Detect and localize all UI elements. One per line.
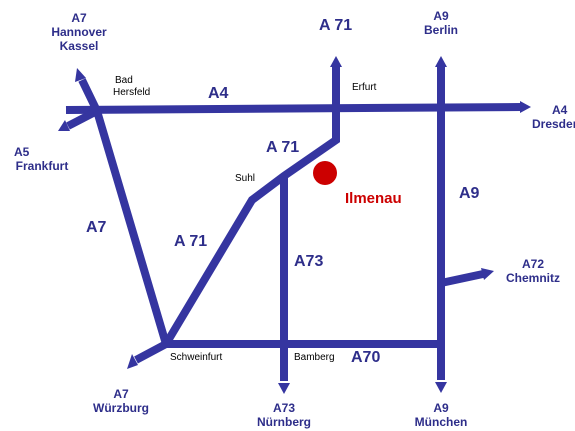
arrow-a7-north bbox=[75, 68, 86, 82]
city-bad-hersfeld-line-2: Hersfeld bbox=[113, 87, 151, 98]
dest-a9-north-place: Berlin bbox=[423, 23, 458, 37]
dest-a7-south-route: A7 bbox=[113, 387, 129, 401]
road-a4 bbox=[65, 103, 523, 114]
direction-arrows bbox=[58, 56, 531, 394]
road-label-a71-upper: A 71 bbox=[266, 139, 300, 156]
city-bamberg: Bamberg bbox=[294, 352, 335, 363]
dest-a73-south-place: Nürnberg bbox=[257, 415, 311, 429]
road-a72 bbox=[440, 270, 484, 287]
road-a4-a5-stub bbox=[66, 107, 99, 130]
dest-a72-east-place: Chemnitz bbox=[506, 271, 560, 285]
dest-a71-north: A 71 bbox=[319, 17, 353, 34]
city-bad-hersfeld-line-1: Bad bbox=[115, 75, 133, 86]
arrow-a9-north bbox=[435, 56, 447, 67]
road-a7 bbox=[93, 109, 170, 346]
dest-a7-north-place-2: Kassel bbox=[59, 39, 99, 53]
arrow-a71-north bbox=[330, 56, 342, 67]
city-erfurt: Erfurt bbox=[352, 82, 377, 93]
dest-a7-north-route: A7 bbox=[71, 11, 87, 25]
dest-a4-east-place: Dresden bbox=[532, 117, 575, 131]
dest-a7-north: A7 Hannover Kassel bbox=[50, 12, 108, 52]
dest-a9-north: A9 Berlin bbox=[420, 10, 462, 36]
road-label-a9: A9 bbox=[459, 185, 480, 202]
dest-a9-south-route: A9 bbox=[433, 401, 449, 415]
dest-a72-east-route: A72 bbox=[521, 257, 544, 271]
dest-a7-north-place-1: Hannover bbox=[51, 25, 107, 39]
target-label-ilmenau: Ilmenau bbox=[345, 190, 402, 207]
dest-a9-south: A9 München bbox=[405, 402, 477, 428]
road-a7-north-stub bbox=[78, 78, 101, 113]
road-label-a71-lower: A 71 bbox=[174, 233, 208, 250]
road-a7-south-stub bbox=[134, 340, 168, 364]
dest-a73-south: A73 Nürnberg bbox=[250, 402, 318, 428]
road-label-a73: A73 bbox=[294, 253, 324, 270]
arrow-a7-south bbox=[127, 354, 138, 369]
dest-a7-south-place: Würzburg bbox=[93, 401, 149, 415]
city-bad-hersfeld: Bad Hersfeld bbox=[113, 76, 150, 98]
road-label-a7: A7 bbox=[86, 219, 107, 236]
arrow-a5-west bbox=[58, 120, 70, 131]
arrow-a73-south bbox=[278, 383, 290, 394]
dest-a5-west-place: Frankfurt bbox=[15, 159, 69, 173]
dest-a5-west-route: A5 bbox=[14, 145, 30, 159]
road-label-a4: A4 bbox=[208, 85, 229, 102]
city-suhl: Suhl bbox=[235, 173, 256, 184]
dest-a5-west: A5 Frankfurt bbox=[10, 146, 74, 172]
city-schweinfurt: Schweinfurt bbox=[170, 352, 223, 363]
dest-a9-north-route: A9 bbox=[433, 9, 449, 23]
dest-a72-east: A72 Chemnitz bbox=[497, 258, 569, 284]
dest-a4-east: A4 Dresden bbox=[532, 104, 575, 130]
dest-a9-south-place: München bbox=[414, 415, 468, 429]
road-label-a70: A70 bbox=[351, 349, 381, 366]
arrow-a72-east bbox=[481, 268, 494, 280]
dest-a4-east-route: A4 bbox=[552, 103, 568, 117]
arrow-a4-east bbox=[520, 101, 531, 113]
dest-a73-south-route: A73 bbox=[272, 401, 295, 415]
arrow-a9-south bbox=[435, 382, 447, 393]
ilmenau-marker bbox=[313, 161, 337, 185]
dest-a7-south: A7 Würzburg bbox=[86, 388, 156, 414]
road-network bbox=[65, 67, 523, 381]
